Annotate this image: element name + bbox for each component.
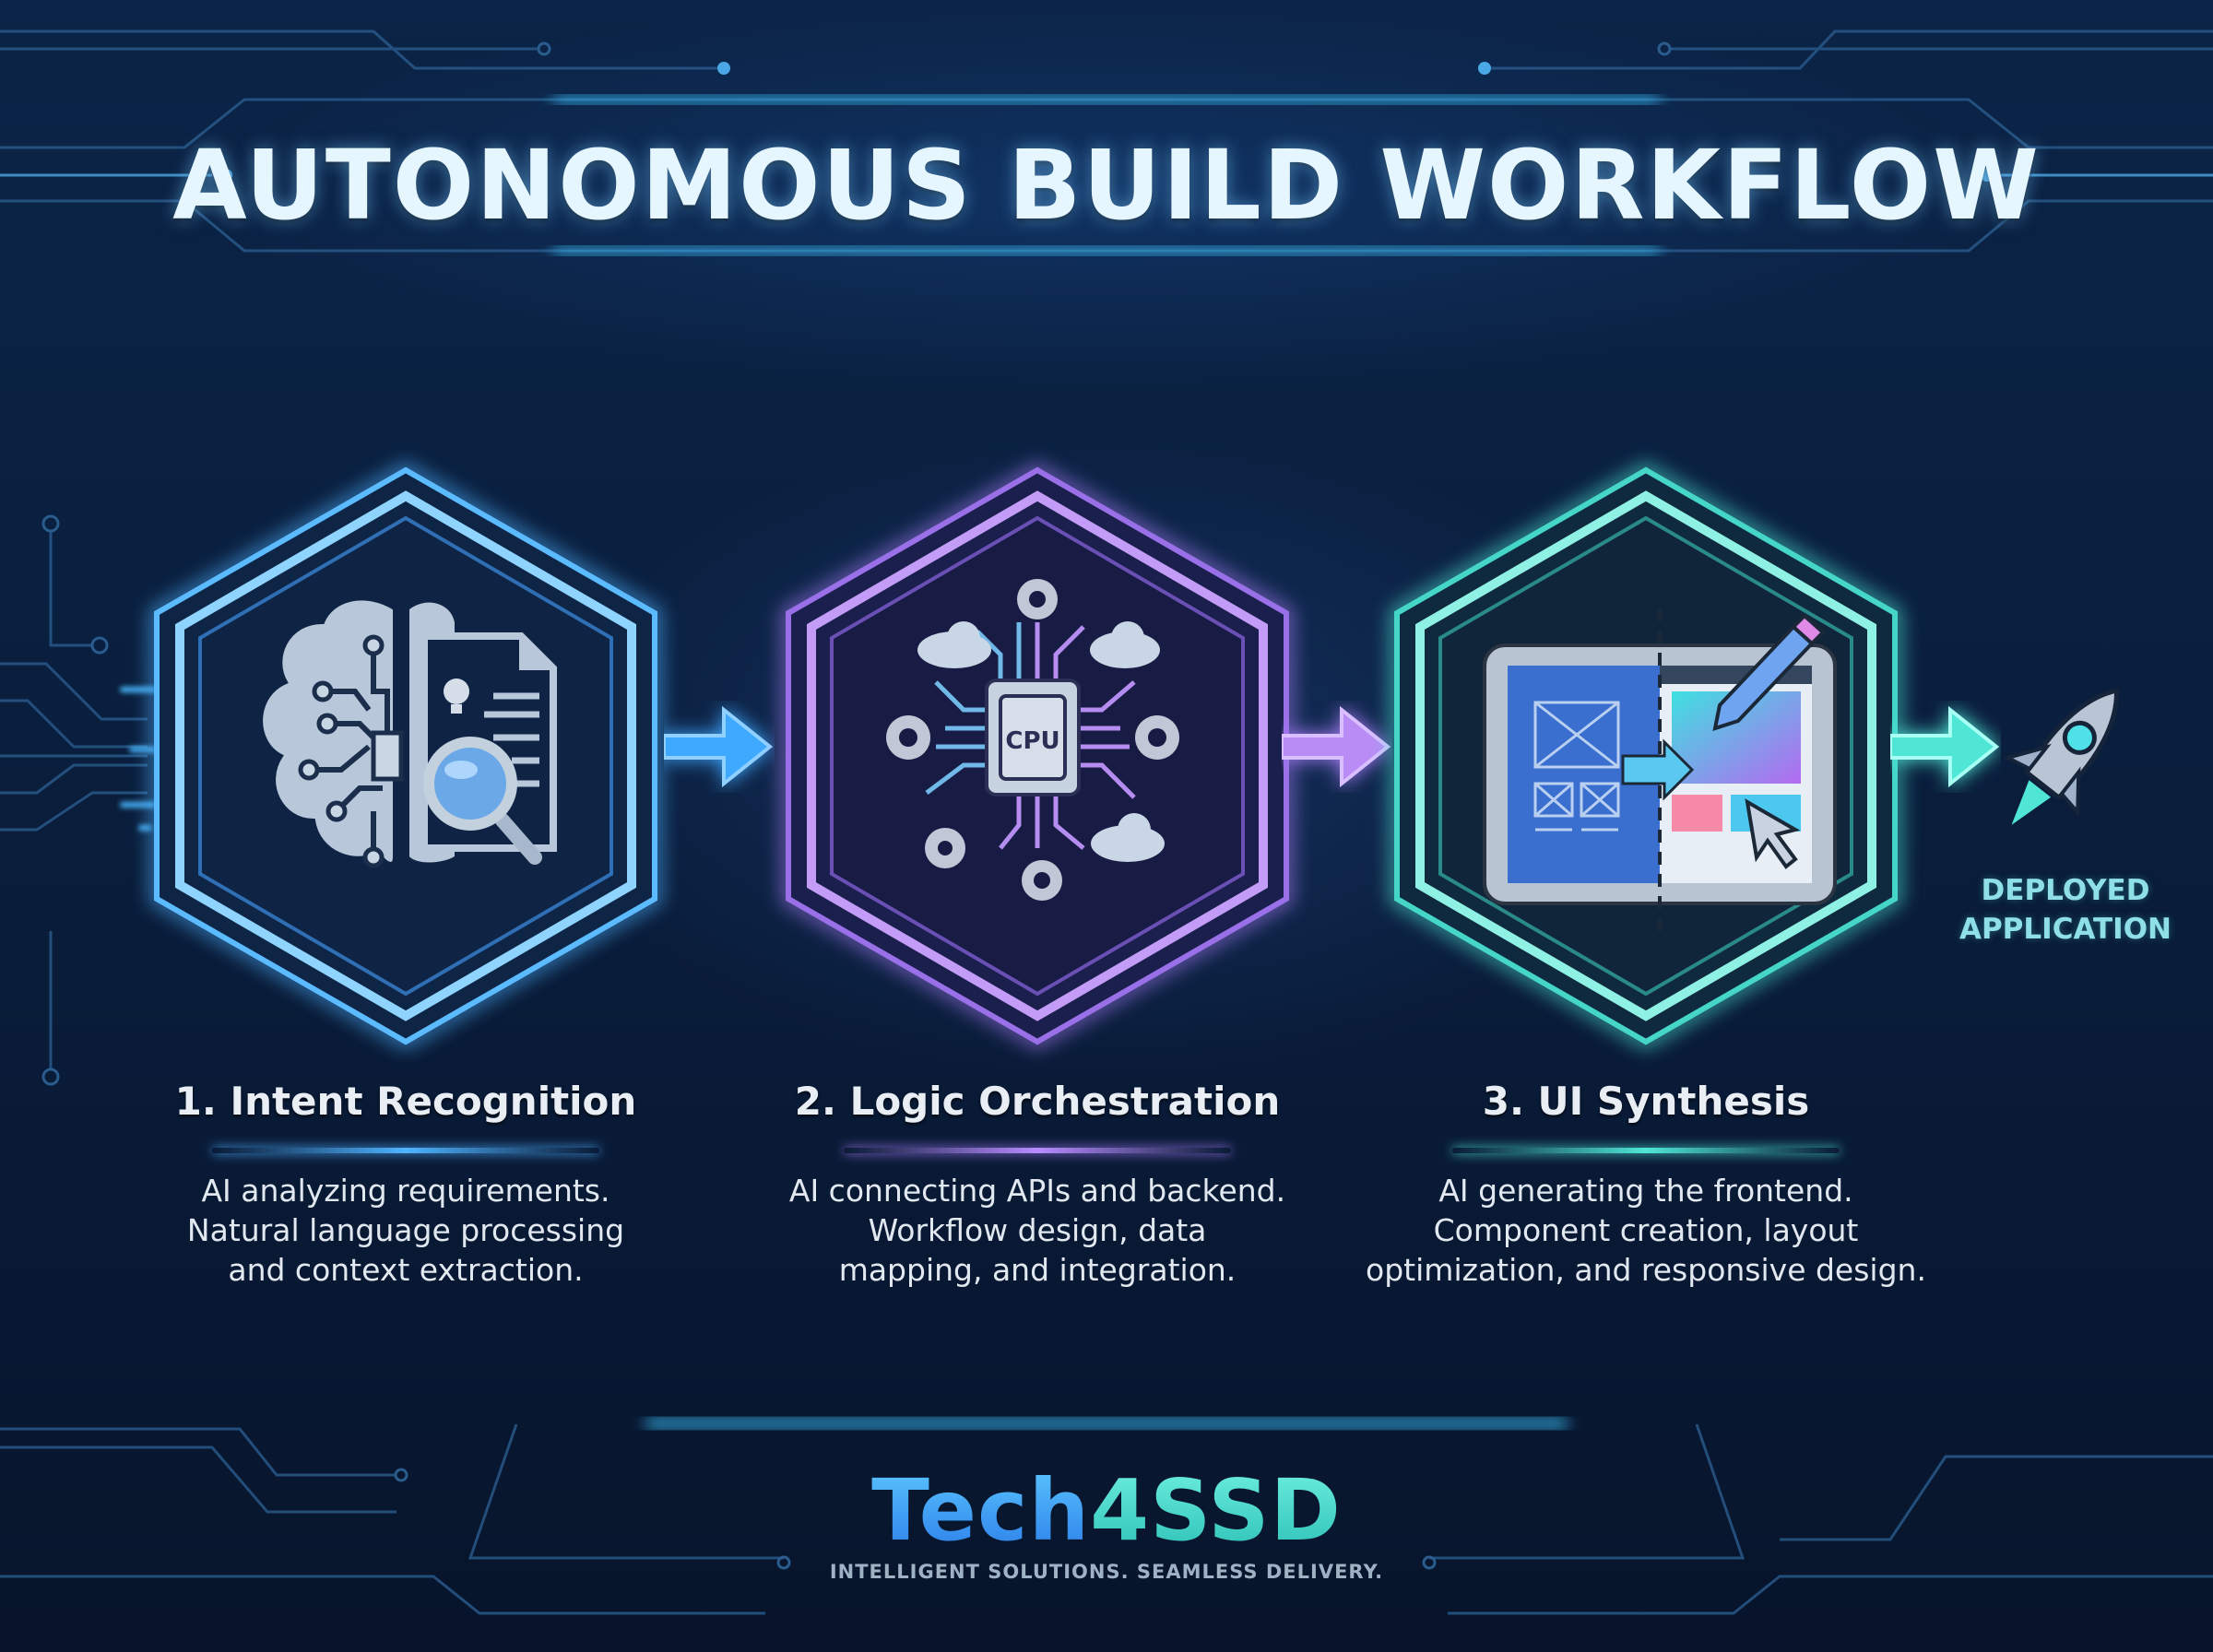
deployed-label-line1: DEPLOYED [1981,874,2150,907]
brain-icon [259,596,458,868]
step-1-description: AI analyzing requirements. Natural langu… [186,1173,625,1288]
rocket-icon [2003,687,2119,825]
step-1-divider [212,1148,599,1153]
logo-text-tech: Tech [871,1461,1091,1560]
cursor-icon [1745,798,1801,869]
step-3-title: 3. UI Synthesis [1482,1079,1810,1124]
step-2-title: 2. Logic Orchestration [794,1079,1281,1124]
page-title: AUTONOMOUS BUILD WORKFLOW [172,129,2041,242]
magnifier-icon [423,737,542,865]
step-1-title: 1. Intent Recognition [174,1079,637,1124]
tablet-icon [1483,608,1837,940]
step-2-divider [844,1148,1231,1153]
deployed-label-line2: APPLICATION [1959,913,2172,946]
gears-icon [886,579,1179,901]
lightbulb-icon [444,678,469,704]
pencil-icon [1712,624,1815,731]
arrow-right-icon [664,705,774,788]
arrow-right-icon [1282,705,1391,788]
step-2-hexagon: CPU [779,461,1296,1056]
brand-logo: Tech4SSD [0,1461,2213,1560]
svg-text:CPU: CPU [1005,727,1059,755]
deployed-application-label: DEPLOYED APPLICATION [1955,871,2176,949]
step-3-hexagon [1388,461,1904,1056]
arrow-right-icon [1890,705,2000,788]
clouds-icon [917,621,1165,862]
convert-arrow-icon [1621,738,1695,801]
step-2-description: AI connecting APIs and backend. Workflow… [788,1173,1286,1288]
logo-text-4ssd: 4SSD [1090,1461,1342,1560]
step-1-hexagon [148,461,664,1056]
step-3-divider [1452,1148,1840,1153]
step-3-description: AI generating the frontend. Component cr… [1366,1173,1926,1288]
brand-tagline: INTELLIGENT SOLUTIONS. SEAMLESS DELIVERY… [829,1561,1384,1583]
